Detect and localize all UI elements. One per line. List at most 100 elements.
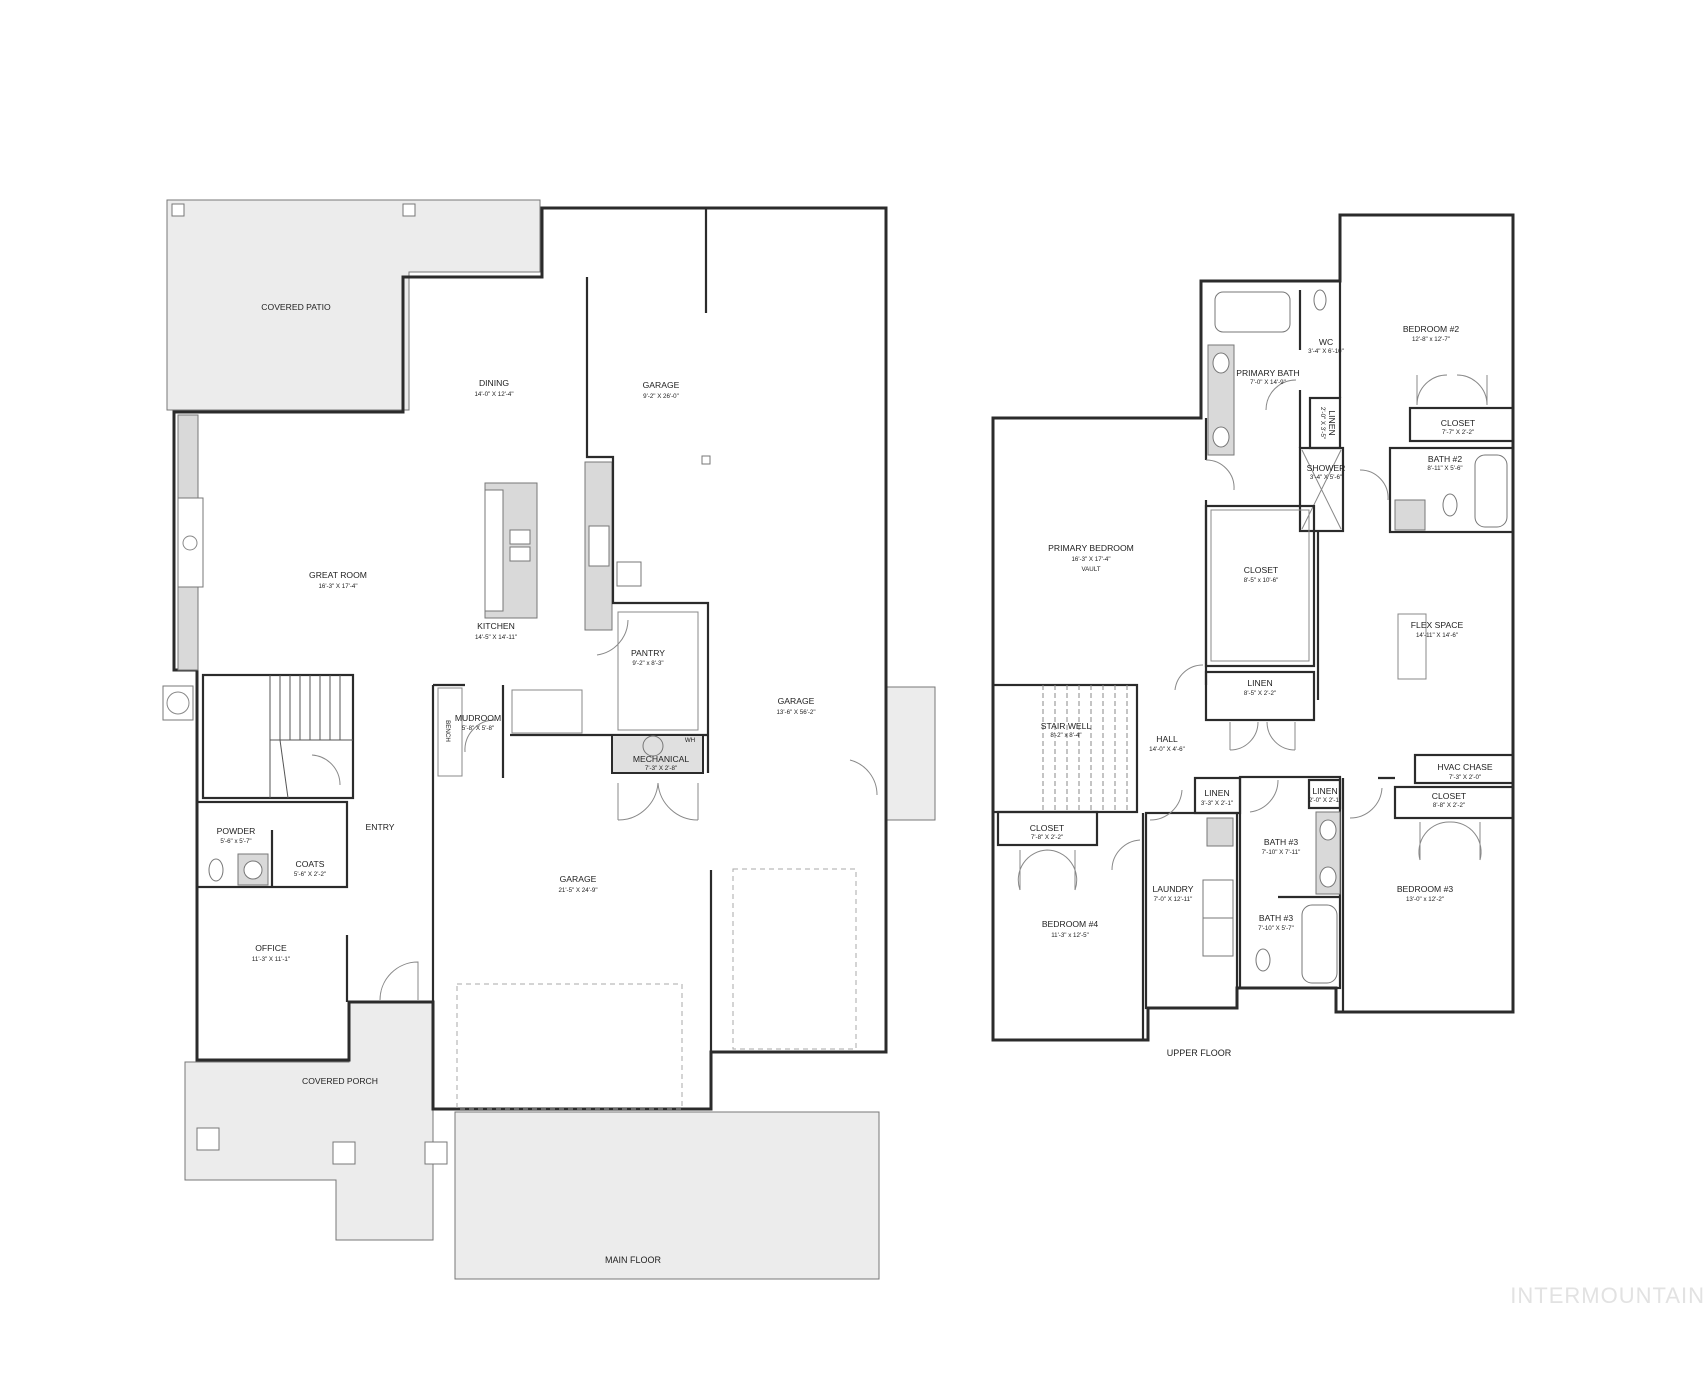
hvac-chase [1413, 753, 1515, 785]
ac-fan-icon [166, 691, 190, 715]
room-label: OFFICE [255, 943, 287, 953]
door-swing [1149, 789, 1183, 821]
room-label: BATH #3 [1259, 913, 1293, 923]
room-label: BEDROOM #3 [1397, 884, 1454, 894]
room-dims: 14'-0" X 12'-4" [474, 391, 513, 398]
room-label: CLOSET [1244, 565, 1279, 575]
room-label: ENTRY [366, 822, 395, 832]
room-dims: 14'-0" X 4'-6" [1149, 746, 1185, 753]
porch-column [332, 1141, 356, 1165]
room-dims: 9'-2" X 26'-0" [643, 393, 679, 400]
main-floor-plan: WH COVERED PATIO DINING 14' [162, 199, 936, 1280]
bathtub [1474, 454, 1508, 528]
room-dims: 16'-3" X 17'-4" [1071, 556, 1110, 563]
room-dims: 7'-10" X 7'-11" [1262, 849, 1301, 856]
water-heater-icon [642, 735, 664, 757]
garage-apron [454, 1111, 880, 1280]
interior-wall [585, 277, 710, 773]
door-swing [1359, 469, 1389, 501]
porch-column [424, 1141, 448, 1165]
toilet-icon [1442, 493, 1458, 517]
room-dims: 2'-0" X 2'-1" [1309, 797, 1341, 804]
room-label: COVERED PATIO [261, 302, 331, 312]
room-label: HALL [1156, 734, 1178, 744]
room-label: SHOWER [1307, 463, 1346, 473]
room-label: PRIMARY BATH [1236, 368, 1300, 378]
room-label: WC [1319, 337, 1333, 347]
washer-dryer [511, 689, 583, 734]
room-dims: 14'-5" X 14'-11" [475, 634, 517, 641]
room-dims: 5'-6" X 2'-2" [294, 871, 326, 878]
room-label: CLOSET [1432, 791, 1467, 801]
bathtub [1214, 291, 1291, 333]
laundry-linen [1193, 776, 1242, 815]
patio-column [171, 203, 185, 217]
room-dims: 7'-3" X 2'-8" [645, 765, 677, 772]
room-dims: 2'-0" X 3'-5" [1319, 407, 1326, 439]
utility-sink [616, 561, 642, 587]
room-label: MUDROOM [455, 713, 501, 723]
laundry-room [1144, 811, 1239, 1010]
door-swing [311, 754, 341, 786]
door-swing [617, 782, 699, 821]
room-dims: 16'-3" X 17'-4" [318, 583, 357, 590]
room-label: BEDROOM #2 [1403, 324, 1460, 334]
room-dims: 3'-3" X 2'-1" [1201, 800, 1233, 807]
door-swing [464, 719, 496, 753]
fireplace-icon [182, 535, 198, 551]
room-dims: 8'-5" x 10'-6" [1244, 577, 1279, 584]
room-label: COATS [296, 859, 325, 869]
room-dims: 8'-2" x 8'-4" [1050, 732, 1081, 739]
room-dims: 7'-8" X 2'-2" [1031, 834, 1063, 841]
room-dims: 7'-0" X 12'-11" [1154, 896, 1193, 903]
covered-patio-area [166, 199, 541, 411]
dryer [1202, 917, 1234, 957]
door-swing [1418, 821, 1482, 861]
door-swing [1229, 721, 1296, 751]
shower-drain-cross [1301, 449, 1342, 530]
sink-icon [1319, 866, 1337, 888]
room-label: LINEN [1327, 410, 1337, 435]
vanity-sink [1394, 499, 1426, 531]
door-swing [1265, 379, 1297, 411]
room-label: BATH #3 [1264, 837, 1298, 847]
door-swing [1111, 839, 1141, 871]
shower [1298, 446, 1345, 533]
entry-door [379, 961, 419, 1001]
room-label: FLEX SPACE [1411, 620, 1464, 630]
room-label: STAIR WELL [1041, 721, 1092, 731]
room-dims: 9'-2" x 8'-3" [632, 660, 663, 667]
built-in-cabinet [177, 414, 199, 499]
closet [996, 810, 1099, 847]
room-dims: 8'-11" X 5'-6" [1427, 465, 1462, 472]
sink-icon [1212, 426, 1230, 448]
room-dims: 7'-0" X 14'-9" [1250, 379, 1286, 386]
built-in-cabinet [177, 586, 199, 671]
main-floor-labels: COVERED PATIO DINING 14'-0" X 12'-4" GAR… [217, 302, 816, 1265]
room-label: COVERED PORCH [302, 1076, 378, 1086]
room-label: LINEN [1204, 788, 1229, 798]
garage-post [701, 455, 711, 465]
garage-side-pad [885, 686, 936, 821]
cooktop-icon [588, 525, 610, 567]
stair-treads [1042, 685, 1128, 812]
skylight [1397, 613, 1427, 680]
mechanical-room [611, 734, 704, 774]
room-label: CLOSET [1030, 823, 1065, 833]
door-swing [1205, 459, 1235, 491]
room-label: GARAGE [778, 696, 815, 706]
garage-door [732, 868, 857, 1050]
room-dims: 12'-8" x 12'-7" [1412, 336, 1450, 343]
room-dims: 13'-0" x 12'-2" [1406, 896, 1444, 903]
closet [1393, 785, 1515, 820]
bath-2 [1388, 446, 1515, 534]
room-label: LINEN [1247, 678, 1272, 688]
upper-floor-plan: BEDROOM #2 12'-8" x 12'-7" WC 3'-4" X 6'… [991, 213, 1515, 1058]
main-floor-exterior-wall [172, 206, 888, 1111]
room-label: PANTRY [631, 648, 665, 658]
linen-closet [1204, 670, 1316, 722]
sink-icon [1319, 819, 1337, 841]
room-dims: 7'-3" X 2'-0" [1449, 774, 1481, 781]
room-label: DINING [479, 378, 509, 388]
